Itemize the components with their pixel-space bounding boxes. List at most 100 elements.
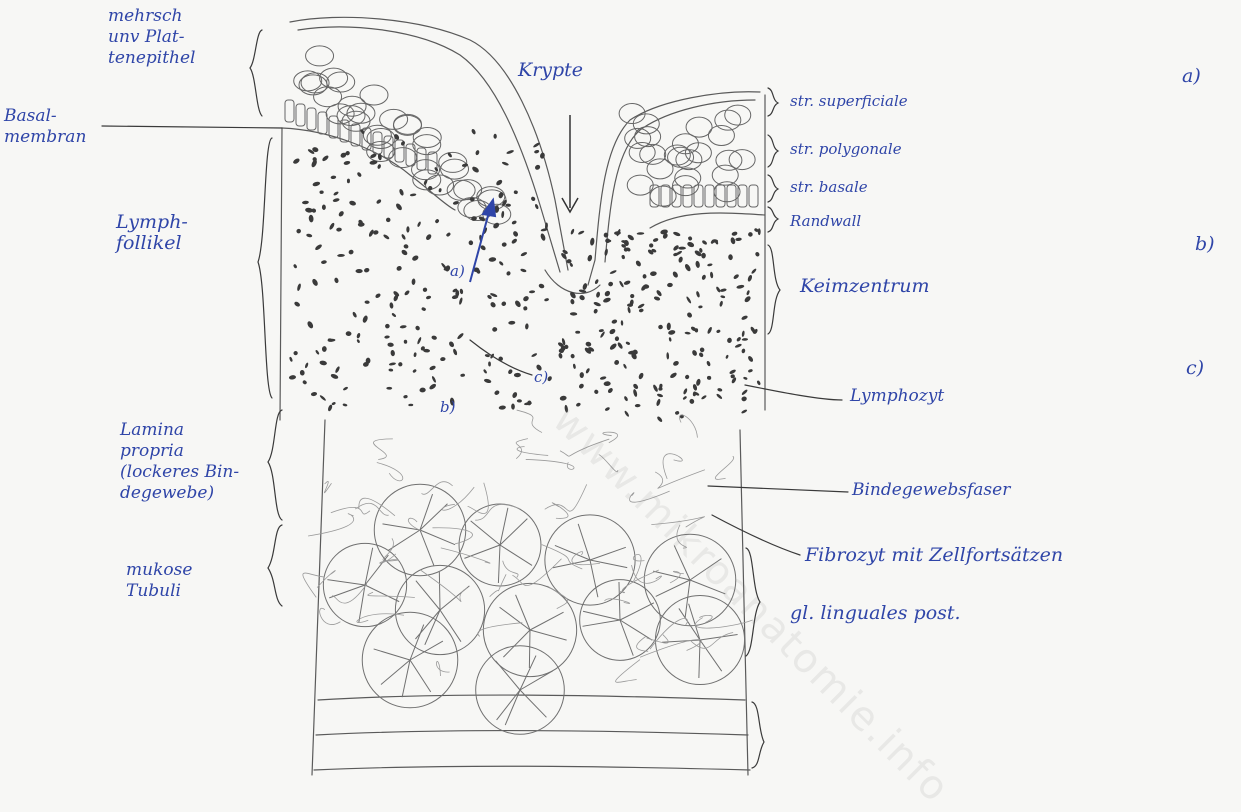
lymphocyte bbox=[522, 295, 530, 302]
lymphocyte bbox=[656, 398, 662, 406]
lymphocyte bbox=[736, 336, 742, 342]
histology-sketch: a) b) c) bbox=[0, 0, 1241, 787]
lymphocyte bbox=[755, 251, 761, 257]
lymphocyte bbox=[558, 352, 563, 358]
brace-left-lamina bbox=[268, 410, 282, 520]
lymphocyte bbox=[484, 378, 492, 384]
fibre bbox=[547, 586, 567, 609]
lymphocyte bbox=[426, 295, 432, 300]
lymphocyte bbox=[696, 291, 701, 298]
lymphocyte bbox=[468, 240, 473, 245]
lymphocyte bbox=[332, 198, 340, 203]
gland-cell-wall bbox=[685, 580, 690, 618]
lymphocyte bbox=[733, 273, 740, 280]
lymphocyte bbox=[669, 337, 672, 342]
lymphocyte bbox=[415, 325, 421, 331]
lymphocyte bbox=[695, 378, 701, 386]
lymphocyte bbox=[570, 353, 575, 358]
lymphocyte bbox=[530, 196, 536, 202]
lymphocyte bbox=[607, 387, 614, 394]
tissue-outline-left bbox=[280, 128, 282, 420]
lymphocyte bbox=[302, 200, 309, 204]
lymphocyte bbox=[501, 301, 507, 307]
lymphocyte bbox=[684, 374, 690, 380]
label-bindegewebsfaser: Bindegewebsfaser bbox=[852, 480, 1010, 501]
label-str-polygonale: str. polygonale bbox=[790, 140, 902, 158]
fibre bbox=[308, 514, 354, 536]
gland-cell-wall bbox=[410, 641, 443, 660]
lymphocyte bbox=[364, 300, 369, 304]
label-lymphfollikel-line2: follikel bbox=[116, 233, 188, 254]
gland-cell-wall bbox=[500, 508, 508, 545]
lymphocyte bbox=[314, 243, 323, 251]
lymphocyte bbox=[649, 243, 654, 248]
tissue-outline-bottom-left bbox=[312, 420, 325, 775]
lymphocyte bbox=[406, 226, 409, 233]
lymphocyte bbox=[514, 373, 521, 378]
lymphocyte bbox=[501, 242, 506, 247]
lymphocyte bbox=[348, 249, 355, 256]
lymphocyte bbox=[672, 360, 679, 367]
label-krypte: Krypte bbox=[518, 60, 583, 81]
epithel-cell bbox=[441, 159, 469, 179]
lymphocyte bbox=[431, 376, 437, 384]
lymphocyte bbox=[731, 231, 738, 236]
lymphocyte bbox=[321, 260, 327, 265]
lymphocyte bbox=[710, 272, 714, 279]
label-epithel-line3: tenepithel bbox=[108, 48, 196, 69]
lymphocyte bbox=[343, 160, 350, 165]
basal-cell bbox=[318, 112, 327, 134]
gland-cell-wall bbox=[500, 519, 527, 545]
epithel-cell bbox=[327, 72, 355, 92]
fibre bbox=[420, 570, 467, 602]
gland-cell-wall bbox=[699, 640, 700, 678]
lymphocyte bbox=[672, 271, 679, 279]
lymphocyte bbox=[411, 254, 419, 261]
lymphocyte bbox=[460, 373, 465, 377]
epithel-cell bbox=[347, 103, 375, 123]
epithel-cell bbox=[725, 105, 751, 125]
brace-left-follikel bbox=[258, 138, 272, 398]
lymphocyte bbox=[706, 360, 711, 366]
gland-cell-wall bbox=[689, 604, 700, 640]
lymphocyte bbox=[401, 249, 409, 256]
lymphocyte bbox=[296, 228, 302, 234]
lymphocyte bbox=[652, 237, 658, 242]
gland-cell-wall bbox=[471, 521, 500, 545]
lymphocyte bbox=[534, 164, 541, 171]
lymphocyte bbox=[699, 347, 705, 353]
label-gl-linguales: gl. linguales post. bbox=[790, 603, 961, 624]
lymphocyte bbox=[635, 404, 641, 408]
lymphocyte bbox=[292, 157, 300, 164]
lymphocyte bbox=[296, 283, 301, 291]
lymphocyte bbox=[520, 251, 527, 257]
lymphocyte bbox=[604, 290, 611, 298]
lymphocyte bbox=[609, 342, 618, 350]
lymphocyte bbox=[701, 395, 707, 400]
label-str-basale: str. basale bbox=[790, 178, 868, 196]
lymphocyte bbox=[315, 350, 320, 356]
lymphocyte bbox=[600, 376, 607, 381]
lymphocyte bbox=[684, 263, 692, 272]
marker-c-inner: c) bbox=[534, 368, 548, 386]
fibre bbox=[303, 573, 324, 597]
lymphocyte bbox=[600, 331, 606, 338]
gland-cell-wall bbox=[464, 545, 500, 558]
lymphocyte bbox=[707, 263, 713, 267]
lymphocyte bbox=[575, 331, 580, 334]
gland-cell-wall bbox=[583, 620, 620, 626]
brace-left-epithel bbox=[250, 30, 262, 116]
lymphocyte bbox=[689, 398, 695, 404]
gland-cell-wall bbox=[583, 611, 620, 620]
label-lymphfollikel-line1: Lymph- bbox=[116, 212, 188, 233]
lymphocyte bbox=[741, 315, 748, 321]
lymphocyte bbox=[578, 294, 585, 301]
lymphocyte bbox=[673, 231, 681, 237]
lymphocyte bbox=[734, 343, 742, 348]
lymphocyte bbox=[621, 320, 624, 326]
brace-right-polygonale bbox=[768, 135, 778, 167]
lymphocyte bbox=[431, 335, 437, 340]
lymphocyte bbox=[735, 237, 742, 241]
basal-cell bbox=[716, 185, 725, 207]
lymphocyte bbox=[429, 365, 436, 371]
